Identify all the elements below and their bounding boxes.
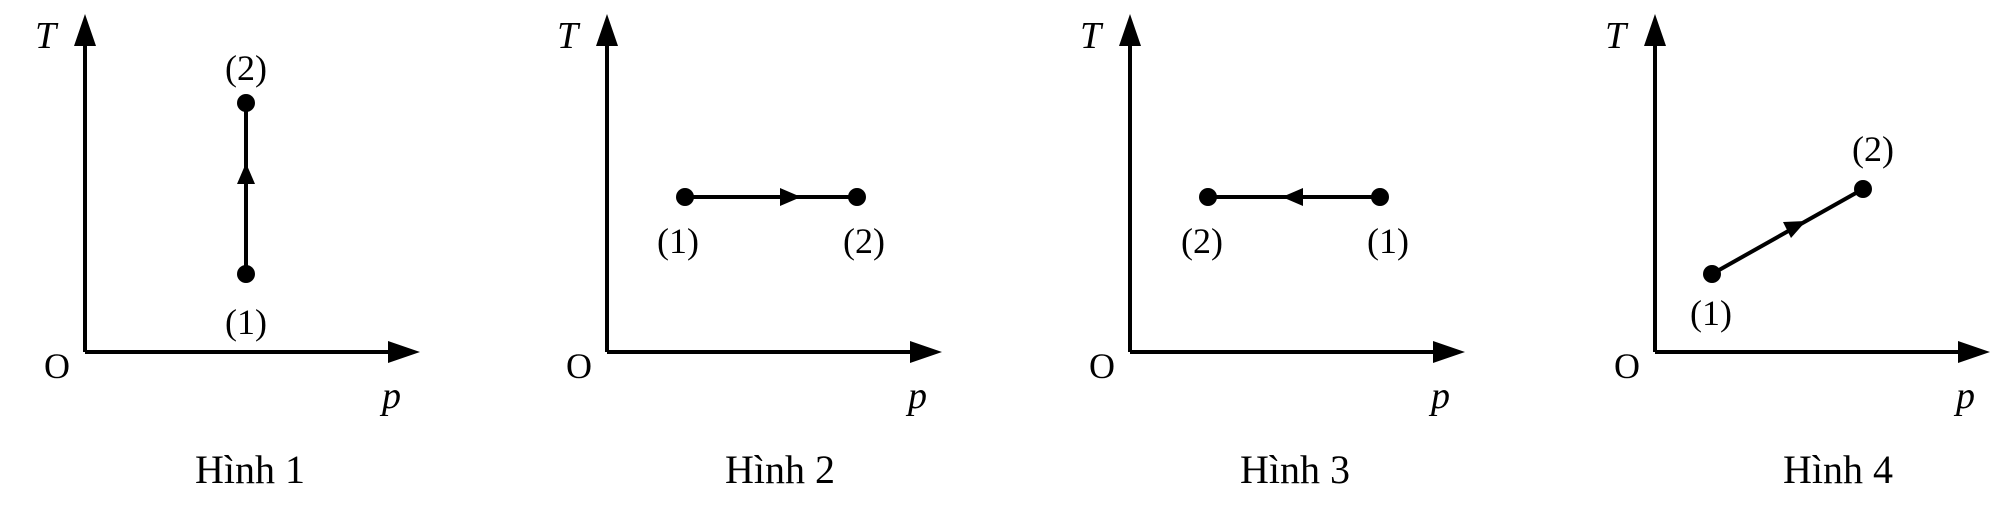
- x-axis-label: p: [1953, 375, 1975, 417]
- x-axis-arrow-icon: [388, 341, 420, 363]
- figure-caption: Hình 4: [1783, 447, 1893, 492]
- point-label: (1): [657, 221, 699, 261]
- origin-label: O: [1614, 346, 1640, 386]
- state-point-2: [848, 188, 866, 206]
- y-axis-label: T: [1605, 15, 1629, 57]
- state-point-2: [1199, 188, 1217, 206]
- figure-caption: Hình 3: [1240, 447, 1350, 492]
- x-axis-label: p: [905, 375, 927, 417]
- x-axis-label: p: [379, 375, 401, 417]
- y-axis-arrow-icon: [596, 14, 618, 46]
- y-axis-label: T: [1080, 15, 1104, 57]
- panel-4: T p O (1) (2) Hình 4: [1605, 14, 1990, 492]
- origin-label: O: [1089, 346, 1115, 386]
- point-label: (1): [1367, 221, 1409, 261]
- origin-label: O: [44, 346, 70, 386]
- x-axis-arrow-icon: [910, 341, 942, 363]
- point-label: (2): [225, 48, 267, 88]
- x-axis-arrow-icon: [1958, 341, 1990, 363]
- x-axis-arrow-icon: [1433, 341, 1465, 363]
- y-axis-label: T: [557, 15, 581, 57]
- origin-label: O: [566, 346, 592, 386]
- state-point-1: [1371, 188, 1389, 206]
- direction-arrow-icon: [1783, 221, 1806, 238]
- state-point-2: [237, 94, 255, 112]
- panel-2: T p O (1) (2) Hình 2: [557, 14, 942, 492]
- state-point-1: [1703, 265, 1721, 283]
- point-label: (1): [1690, 293, 1732, 333]
- state-point-1: [676, 188, 694, 206]
- point-label: (2): [1181, 221, 1223, 261]
- direction-arrow-icon: [1282, 188, 1303, 206]
- y-axis-label: T: [35, 15, 59, 57]
- direction-arrow-icon: [780, 188, 801, 206]
- direction-arrow-icon: [237, 163, 255, 184]
- x-axis-label: p: [1428, 375, 1450, 417]
- state-point-2: [1854, 180, 1872, 198]
- figure-caption: Hình 1: [195, 447, 305, 492]
- point-label: (2): [1852, 129, 1894, 169]
- state-point-1: [237, 265, 255, 283]
- y-axis-arrow-icon: [74, 14, 96, 46]
- y-axis-arrow-icon: [1644, 14, 1666, 46]
- y-axis-arrow-icon: [1119, 14, 1141, 46]
- figure-caption: Hình 2: [725, 447, 835, 492]
- panel-1: T p O (1) (2) Hình 1: [35, 14, 420, 492]
- point-label: (1): [225, 302, 267, 342]
- process-line: [1711, 187, 1864, 276]
- point-label: (2): [843, 221, 885, 261]
- panel-3: T p O (2) (1) Hình 3: [1080, 14, 1465, 492]
